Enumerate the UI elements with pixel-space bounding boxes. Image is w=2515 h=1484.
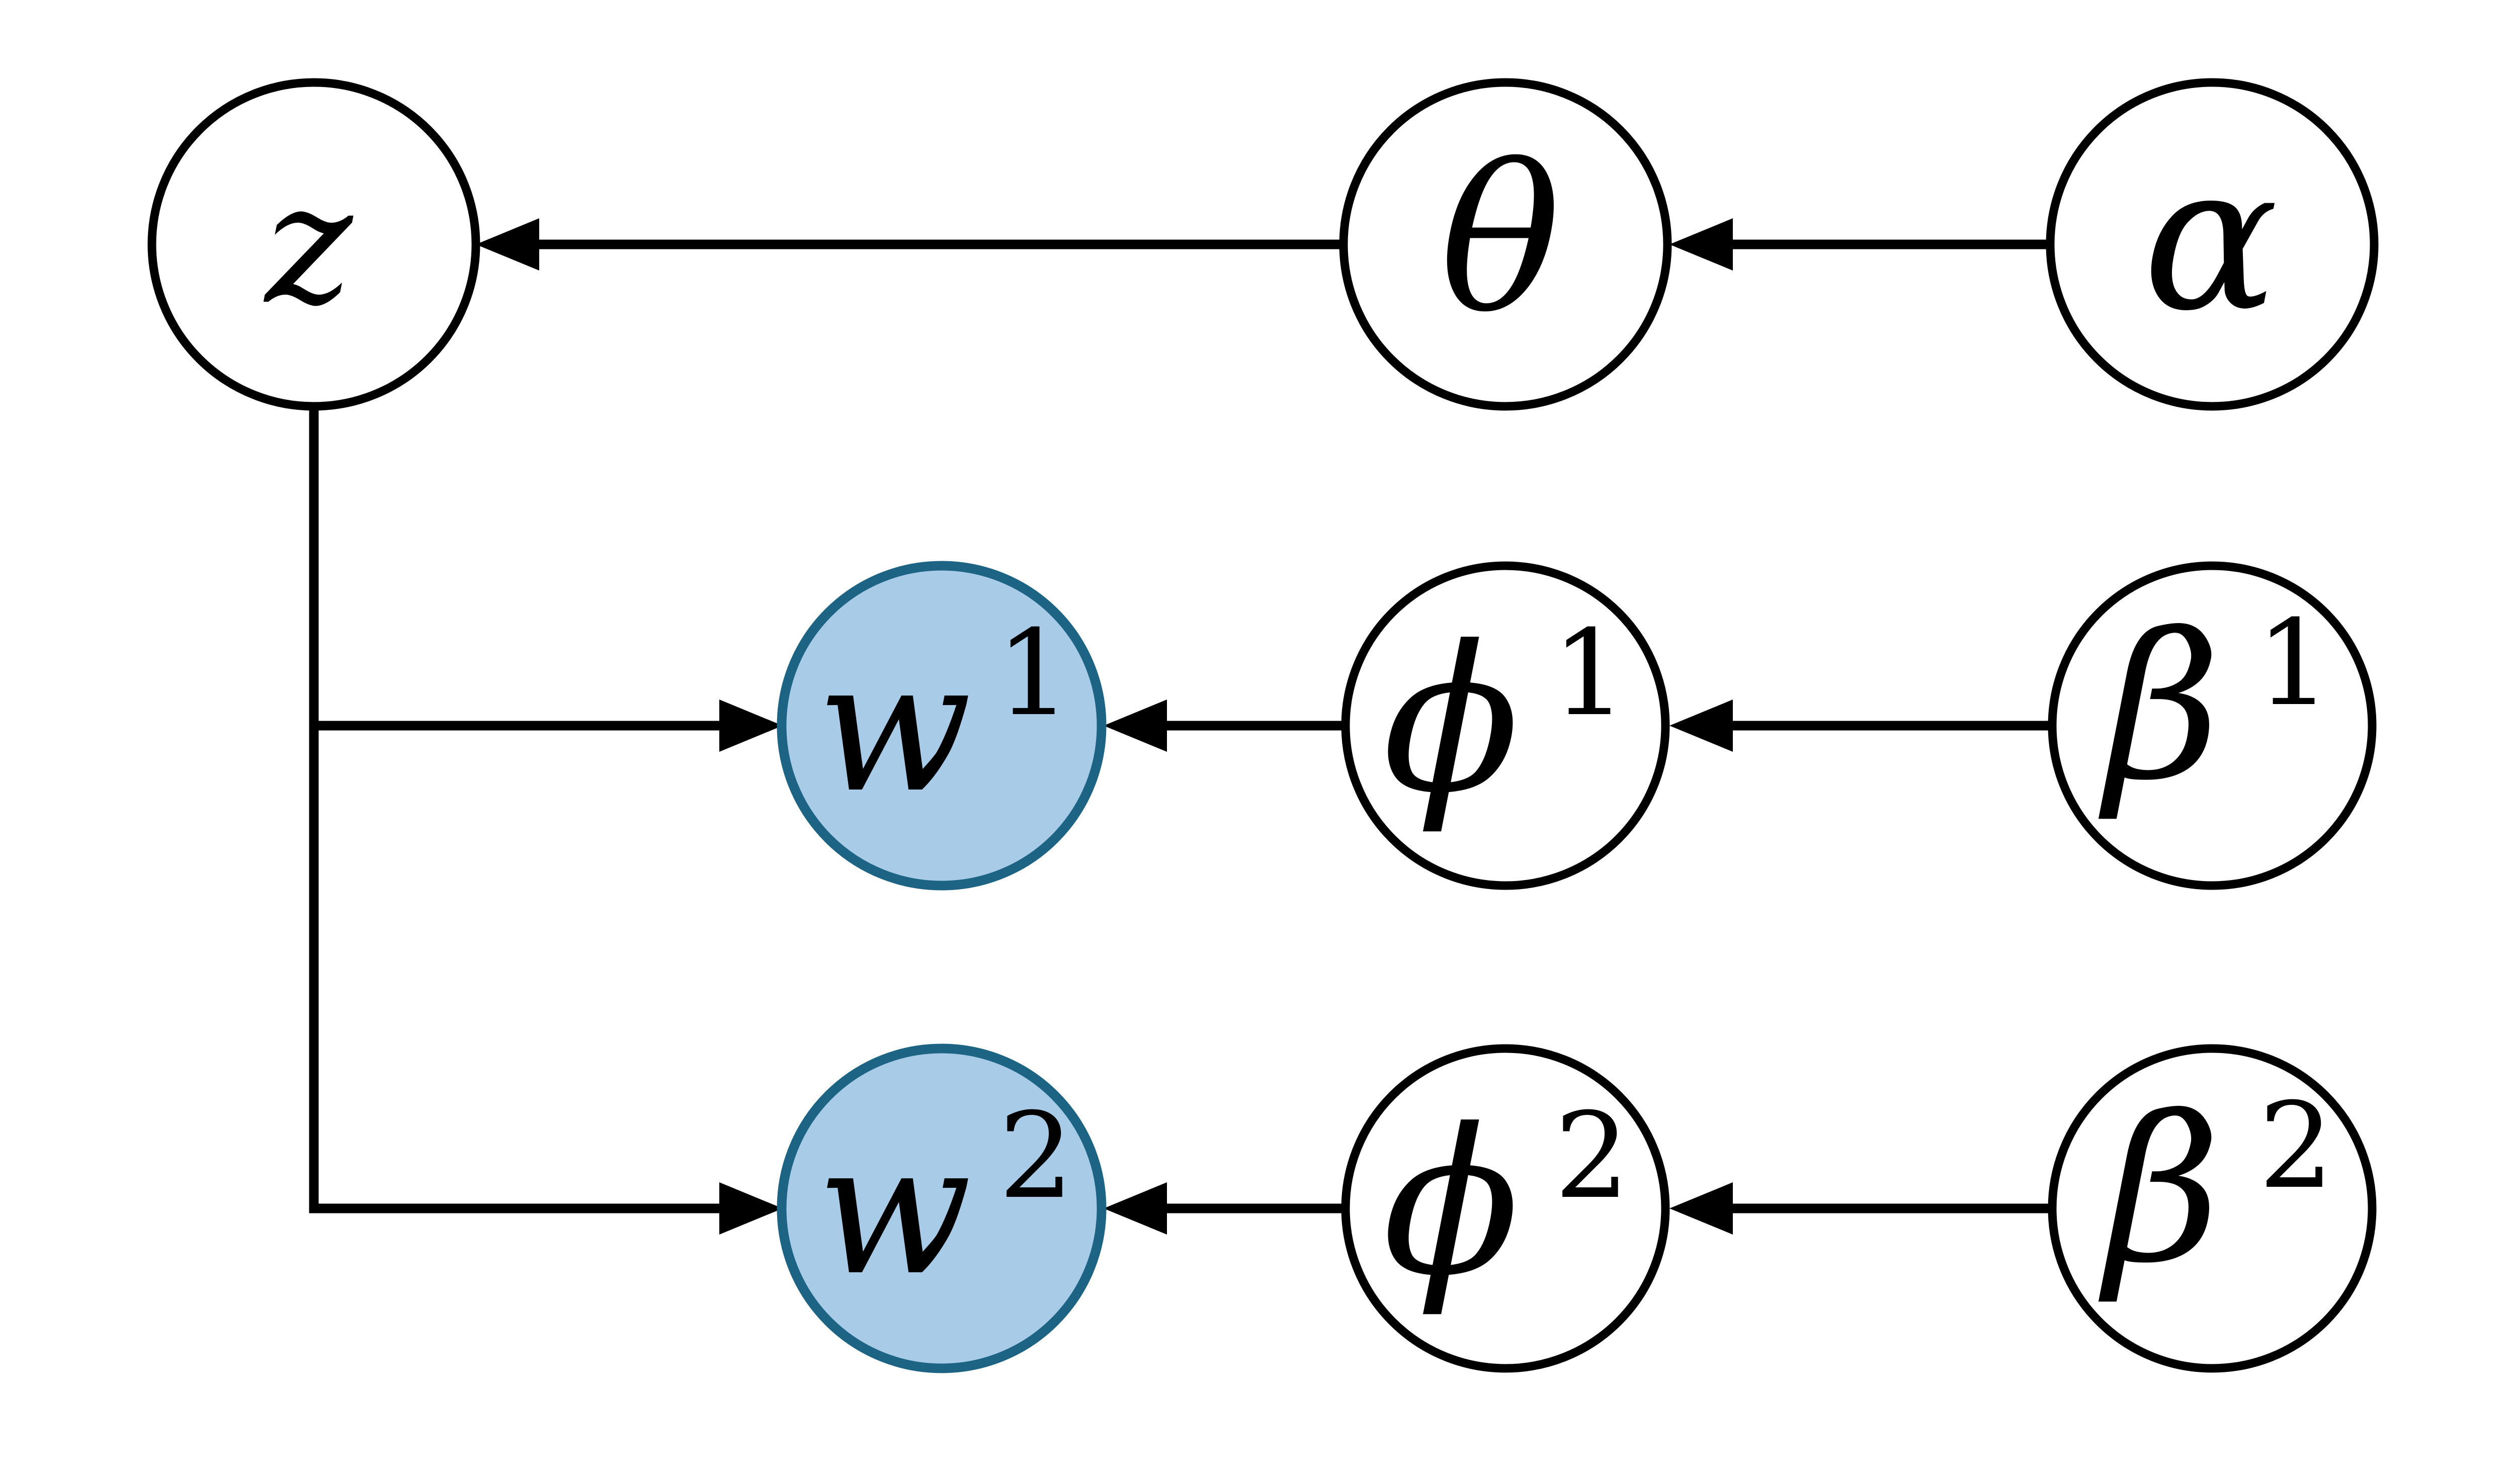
edge-z-to-w1-arrowhead — [719, 700, 783, 752]
node-phi1-superscript: 1 — [1552, 605, 1627, 742]
node-w2-label: w — [817, 1104, 972, 1315]
node-phi2-circle[interactable] — [1341, 1044, 1670, 1373]
edge-alpha-to-theta-arrowhead — [1669, 218, 1733, 271]
node-layer: z θ α w 1 ϕ 1 — [147, 78, 2379, 1373]
node-beta1-superscript: 1 — [2256, 595, 2331, 732]
node-alpha-circle[interactable] — [2046, 78, 2379, 411]
node-phi1[interactable]: ϕ 1 — [1341, 561, 1670, 890]
node-z[interactable]: z — [147, 78, 480, 411]
edge-z-to-w2 — [309, 726, 783, 1235]
node-z-circle[interactable] — [147, 78, 480, 411]
node-w1-circle[interactable] — [777, 561, 1107, 891]
edge-beta2-to-phi2 — [1669, 1182, 2050, 1235]
node-phi2[interactable]: ϕ 2 — [1341, 1044, 1670, 1373]
node-z-label: z — [263, 148, 356, 341]
node-phi2-label: ϕ — [1383, 1086, 1520, 1320]
node-alpha-label: α — [2143, 122, 2279, 356]
node-theta-label: θ — [1440, 123, 1561, 357]
node-beta2-superscript: 2 — [2258, 1078, 2334, 1215]
node-alpha[interactable]: α — [2046, 78, 2379, 411]
edge-beta2-to-phi2-arrowhead — [1669, 1182, 1733, 1235]
node-w2[interactable]: w 2 — [777, 1043, 1107, 1373]
node-theta[interactable]: θ — [1339, 78, 1672, 411]
node-w2-circle[interactable] — [777, 1043, 1107, 1373]
node-theta-circle[interactable] — [1339, 78, 1672, 411]
edge-theta-to-z-arrowhead — [476, 218, 539, 271]
node-w2-superscript: 2 — [998, 1088, 1074, 1225]
edge-z-to-w1 — [309, 406, 783, 752]
edge-z-to-w2-line — [309, 726, 728, 1213]
edge-phi1-to-w1 — [1104, 700, 1344, 752]
edge-alpha-to-theta — [1669, 218, 2047, 271]
node-beta2-label: β — [2099, 1074, 2221, 1307]
edge-theta-to-z — [476, 218, 1340, 271]
edge-phi2-to-w2-arrowhead — [1104, 1182, 1167, 1235]
node-phi2-superscript: 2 — [1554, 1088, 1630, 1225]
node-beta1[interactable]: β 1 — [2048, 561, 2377, 890]
node-beta1-circle[interactable] — [2048, 561, 2377, 890]
edge-beta1-to-phi1-arrowhead — [1669, 700, 1733, 752]
node-w1[interactable]: w 1 — [777, 561, 1107, 891]
node-w1-superscript: 1 — [996, 605, 1071, 742]
node-beta2[interactable]: β 2 — [2048, 1044, 2377, 1373]
node-beta2-circle[interactable] — [2048, 1044, 2377, 1373]
node-phi1-label: ϕ — [1383, 603, 1520, 837]
node-w1-label: w — [817, 622, 972, 832]
edge-z-to-w2-arrowhead — [719, 1182, 783, 1235]
node-phi1-circle[interactable] — [1341, 561, 1670, 890]
edge-z-to-w1-line — [309, 406, 728, 731]
edge-layer — [309, 218, 2050, 1235]
edge-beta1-to-phi1 — [1669, 700, 2050, 752]
edge-phi1-to-w1-arrowhead — [1104, 700, 1167, 752]
node-beta1-label: β — [2099, 591, 2221, 825]
edge-phi2-to-w2 — [1104, 1182, 1344, 1235]
